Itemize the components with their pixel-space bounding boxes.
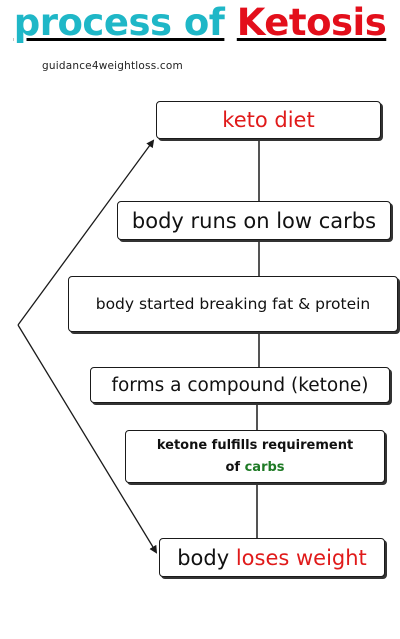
step-ketone-fulfills-line1: ketone fulfills requirement xyxy=(156,437,354,453)
step-low-carbs: body runs on low carbs xyxy=(117,201,391,240)
step-ketone-fulfills: ketone fulfills requirement of carbs xyxy=(125,430,385,483)
step-breaking-fat-label: body started breaking fat & protein xyxy=(95,294,371,313)
arrow-to-loses-weight xyxy=(17,324,158,554)
step-low-carbs-label: body runs on low carbs xyxy=(131,208,377,233)
step-forms-ketone-label: forms a compound (ketone) xyxy=(111,374,369,396)
step-ketone-fulfills-of: of xyxy=(225,459,241,475)
step-loses-weight-body: body xyxy=(177,545,230,570)
page-title: process of Ketosis xyxy=(0,0,400,52)
step-loses-weight-red: loses weight xyxy=(235,545,367,570)
title-part-ketosis: Ketosis xyxy=(236,1,387,44)
arrow-to-keto-diet xyxy=(17,139,155,326)
source-url: guidance4weightloss.com xyxy=(42,60,183,72)
step-ketone-fulfills-carbs: carbs xyxy=(244,459,285,475)
step-keto-diet: keto diet xyxy=(156,101,381,139)
step-forms-ketone: forms a compound (ketone) xyxy=(90,367,390,403)
step-keto-diet-label: keto diet xyxy=(222,108,315,132)
step-breaking-fat: body started breaking fat & protein xyxy=(68,276,398,332)
title-part-process-of: process of xyxy=(13,1,225,44)
step-loses-weight: body loses weight xyxy=(159,538,385,577)
